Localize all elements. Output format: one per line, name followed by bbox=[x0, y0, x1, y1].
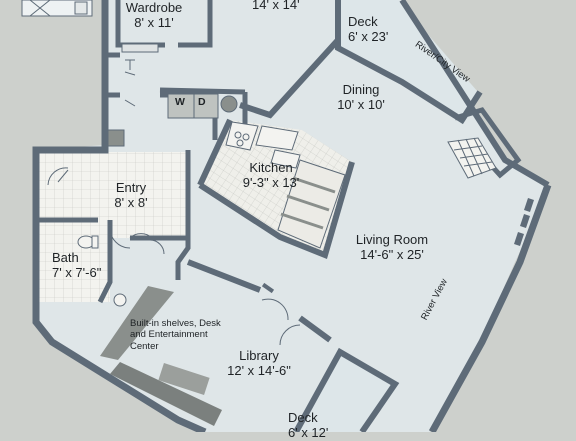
door-swings bbox=[47, 167, 301, 346]
window-seats bbox=[514, 198, 534, 246]
bath-fixtures bbox=[77, 235, 127, 307]
bedroom-wall bbox=[239, 0, 341, 119]
bath-walls bbox=[38, 217, 188, 304]
deck-bottom-label: Deck 6' x 12' bbox=[288, 410, 328, 441]
library-label: Library 12' x 14'-6" bbox=[222, 348, 296, 379]
library-wall bbox=[186, 259, 332, 343]
builtins-note: Built-in shelves, Desk and Entertainment… bbox=[130, 318, 221, 352]
floor-plan bbox=[21, 0, 552, 432]
kitchen-counters bbox=[225, 121, 301, 169]
dining-name: Dining bbox=[342, 82, 380, 97]
entry-right-wall bbox=[175, 150, 191, 280]
outer-wall-left bbox=[32, 0, 207, 432]
kitchen-wall bbox=[197, 118, 355, 260]
dryer bbox=[193, 93, 219, 119]
deck-bottom-wall bbox=[293, 347, 400, 432]
bath-name: Bath bbox=[52, 250, 79, 265]
water-heater bbox=[220, 95, 238, 113]
dryer-label: D bbox=[198, 96, 206, 108]
deck-bottom-size: 6' x 12' bbox=[288, 425, 329, 441]
entry-name: Entry bbox=[115, 180, 147, 195]
washer-label: W bbox=[175, 96, 185, 108]
kitchen-name: Kitchen bbox=[249, 160, 293, 175]
kitchen-label: Kitchen 9'-3" x 13' bbox=[234, 160, 308, 191]
deck-top-label: Deck 6' x 23' bbox=[348, 14, 388, 45]
wardrobe-size: 8' x 11' bbox=[134, 15, 174, 31]
desk-block bbox=[158, 363, 210, 395]
library-size: 12' x 14'-6" bbox=[227, 363, 291, 379]
deck-top-floor bbox=[338, 0, 478, 118]
wardrobe-label: Wardrobe 8' x 11' bbox=[118, 0, 190, 31]
deck-top-wall bbox=[335, 0, 483, 125]
deck-top-size: 6' x 23' bbox=[348, 29, 389, 45]
hall-markers bbox=[124, 59, 136, 107]
bath-label: Bath 7' x 7'-6" bbox=[52, 250, 101, 281]
closet-shelf bbox=[107, 129, 125, 147]
deck-top-name: Deck bbox=[348, 14, 378, 29]
kitchen-size: 9'-3" x 13' bbox=[242, 175, 300, 191]
living-label: Living Room 14'-6" x 25' bbox=[340, 232, 444, 263]
dining-size: 10' x 10' bbox=[337, 97, 385, 113]
bedroom-size: 14' x 14' bbox=[252, 0, 300, 12]
door-leaf bbox=[261, 282, 275, 294]
kitchen-island bbox=[277, 159, 346, 249]
bath-size: 7' x 7'-6" bbox=[52, 265, 102, 281]
builtin-cabinet bbox=[110, 362, 222, 426]
balcony-grid bbox=[447, 137, 497, 179]
entry-label: Entry 8' x 8' bbox=[106, 180, 156, 211]
bath-tile-floor bbox=[38, 222, 110, 302]
living-size: 14'-6" x 25' bbox=[360, 247, 424, 263]
washer bbox=[167, 93, 195, 119]
living-name: Living Room bbox=[355, 232, 429, 247]
walls bbox=[32, 0, 552, 432]
library-name: Library bbox=[239, 348, 279, 363]
entry-size: 8' x 8' bbox=[114, 195, 148, 211]
outer-wall-river bbox=[428, 183, 552, 432]
wardrobe-shelves bbox=[21, 0, 159, 53]
outer-wall-top-right bbox=[399, 0, 550, 188]
deck-bottom-floor bbox=[298, 355, 392, 432]
builtin-shelves bbox=[100, 286, 174, 360]
wardrobe-name: Wardrobe bbox=[125, 0, 183, 15]
dining-label: Dining 10' x 10' bbox=[330, 82, 392, 113]
deck-bottom-name: Deck bbox=[288, 410, 318, 425]
